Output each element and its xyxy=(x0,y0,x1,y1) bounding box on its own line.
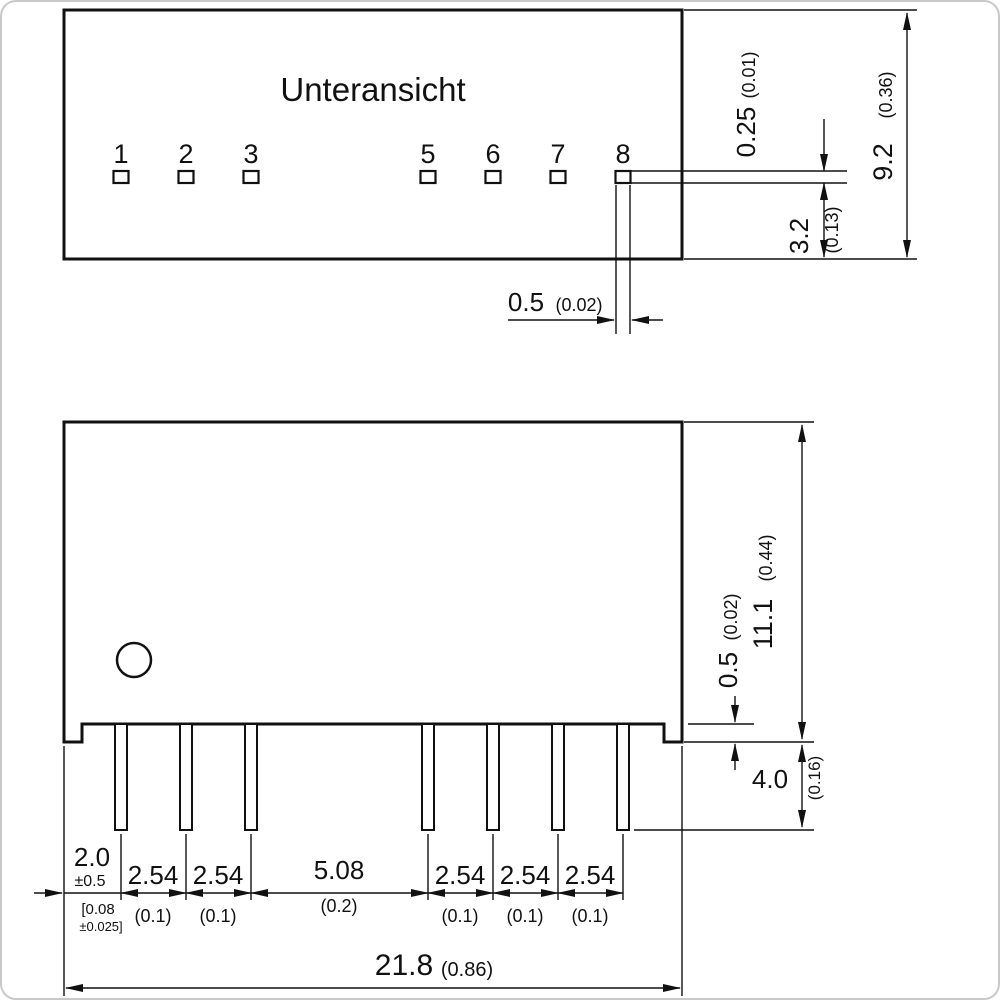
dim-value-mm: 2.54 xyxy=(193,860,244,890)
dim-pad-width: 0.5 (0.02) xyxy=(508,185,663,334)
dim-value-inch: (0.1) xyxy=(134,906,171,926)
dim-height: 11.1 (0.44) xyxy=(684,421,814,743)
dim-value-inch: (0.1) xyxy=(506,906,543,926)
dim-value-inch: (0.1) xyxy=(199,906,236,926)
pin1-marker-circle xyxy=(115,641,153,679)
top-view-body-outline xyxy=(62,8,684,261)
dim-value-inch: (0.16) xyxy=(805,756,824,800)
dim-value-mm: 2.54 xyxy=(435,860,486,890)
top-view: Unteransicht 1 2 3 5 6 7 8 0.25 xyxy=(62,8,917,334)
dim-value-inch: (0.02) xyxy=(721,593,741,640)
dim-pitch-chain: 2.0 ±0.5 2.54 2.54 5.08 2.54 2.54 2.54 [… xyxy=(34,746,683,996)
pin-pad xyxy=(112,169,130,185)
pin-lead xyxy=(114,723,128,831)
top-view-pin-labels: 1 2 3 5 6 7 8 xyxy=(113,139,630,169)
pin-pad xyxy=(242,169,260,185)
dim-pad-thickness: 0.25 (0.01) xyxy=(630,51,847,200)
front-view: 11.1 (0.44) 0.5 (0.02) 4.0 (0.16) xyxy=(34,420,824,996)
pin-label: 6 xyxy=(485,139,500,169)
pin-lead xyxy=(486,723,500,831)
pin-lead xyxy=(179,723,193,831)
front-view-pins xyxy=(114,723,630,831)
pin-label: 1 xyxy=(113,139,128,169)
dim-value-mm: 0.5 xyxy=(713,652,743,688)
pin-pad xyxy=(549,169,567,185)
dim-value-inch: (0.01) xyxy=(739,51,759,98)
dim-pin-length: 4.0 (0.16) xyxy=(634,744,824,831)
pin-pad xyxy=(177,169,195,185)
pin-pad xyxy=(614,169,632,185)
pin-label: 2 xyxy=(178,139,193,169)
pin-lead xyxy=(244,723,258,831)
front-view-body-outline xyxy=(62,420,684,744)
dim-value-inch: (0.1) xyxy=(571,906,608,926)
dim-value-mm: 5.08 xyxy=(314,855,365,885)
top-view-pin-pads xyxy=(112,169,632,185)
dim-value-mm: 2.54 xyxy=(500,860,551,890)
dim-value-inch: (0.36) xyxy=(876,71,896,118)
pin-lead xyxy=(551,723,565,831)
pin-label: 8 xyxy=(615,139,630,169)
dim-value-inch: (0.2) xyxy=(320,896,357,916)
pin-pad xyxy=(419,169,437,185)
dim-tolerance-inch: ±0.025] xyxy=(79,919,122,934)
dim-value-inch: (0.1) xyxy=(441,906,478,926)
dim-pad-to-edge: 3.2 (0.13) xyxy=(784,199,842,258)
dim-tolerance: ±0.5 xyxy=(74,873,105,890)
dim-value-inch: (0.02) xyxy=(555,295,602,315)
pin-label: 5 xyxy=(420,139,435,169)
dim-value-mm: 9.2 xyxy=(868,143,898,181)
dim-value-inch: (0.86) xyxy=(441,959,493,981)
dim-value-mm: 0.5 xyxy=(508,287,544,317)
dim-value-inch: (0.44) xyxy=(756,534,776,581)
dim-value-mm: 2.54 xyxy=(565,860,616,890)
pin-lead xyxy=(421,723,435,831)
dim-standoff: 0.5 (0.02) xyxy=(688,593,754,770)
dim-depth: 9.2 (0.36) xyxy=(684,9,917,260)
dim-value-mm: 3.2 xyxy=(784,218,814,254)
dim-value-inch: [0.08 xyxy=(81,901,114,918)
dim-total-width: 21.8 (0.86) xyxy=(65,949,681,992)
dim-value-mm: 0.25 xyxy=(731,107,761,158)
pin-pad xyxy=(484,169,502,185)
dim-value-mm: 11.1 xyxy=(748,599,778,650)
pin-label: 3 xyxy=(243,139,258,169)
dim-value-mm: 2.0 xyxy=(74,842,110,872)
dim-value-mm: 2.54 xyxy=(128,860,179,890)
pin-label: 7 xyxy=(550,139,565,169)
dim-value-mm: 21.8 xyxy=(375,949,433,982)
dim-value-inch: (0.13) xyxy=(822,206,842,253)
view-title: Unteransicht xyxy=(280,71,465,108)
dim-value-mm: 4.0 xyxy=(752,764,788,794)
pin-lead xyxy=(616,723,630,831)
